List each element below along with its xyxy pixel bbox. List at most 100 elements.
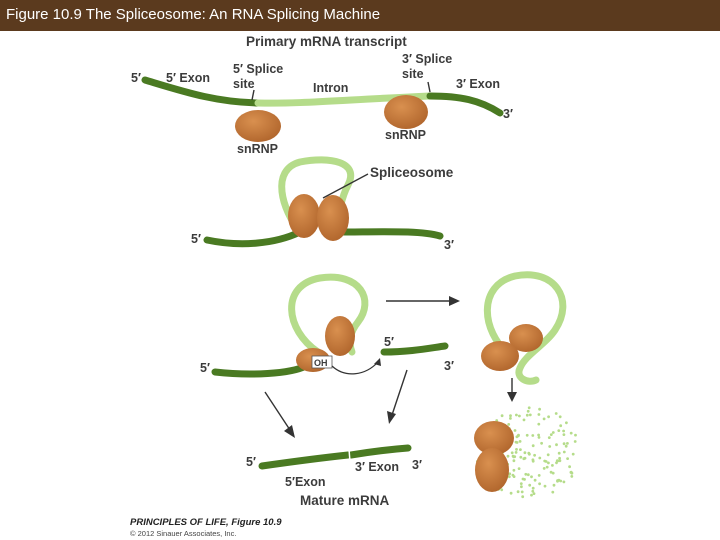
arrow-down-right-head: [507, 392, 517, 402]
degradation-dot: [557, 451, 561, 455]
degradation-dot: [537, 436, 541, 439]
degradation-dot: [508, 472, 512, 476]
snrnp-right-blob: [384, 95, 428, 129]
oh-attack-arrow: [331, 361, 379, 375]
degraded-blob-top: [474, 421, 514, 455]
spliceosome-left-blob: [288, 194, 320, 238]
spliceosome-pointer: [322, 173, 369, 199]
splice3-label-2: site: [402, 67, 424, 81]
degradation-dot: [547, 415, 550, 419]
stage3-five-prime-mid: 5′: [384, 335, 394, 349]
degradation-dot: [538, 482, 541, 486]
degradation-dot: [519, 455, 523, 459]
splice5-label-2: site: [233, 77, 255, 91]
degradation-dot: [540, 441, 543, 445]
splice3-label-1: 3′ Splice: [402, 52, 452, 66]
degradation-dot: [512, 468, 516, 472]
exon3-label: 3′ Exon: [456, 77, 500, 91]
degradation-dot: [522, 457, 526, 461]
degradation-dot: [521, 477, 525, 481]
degradation-dot: [551, 464, 554, 467]
degradation-dot: [537, 474, 541, 477]
degradation-dot: [551, 471, 555, 475]
degradation-dot: [532, 492, 536, 495]
splice5-tick: [251, 89, 255, 101]
degradation-dot: [562, 442, 566, 446]
mature-exon5: [258, 451, 352, 470]
degradation-dot: [509, 414, 512, 418]
degradation-dot: [559, 424, 563, 428]
degradation-dot: [547, 461, 550, 465]
mature-exon3: [347, 444, 412, 459]
degradation-dot: [528, 413, 532, 417]
degradation-dot: [525, 413, 529, 417]
degradation-dot: [555, 459, 559, 462]
figure-title: Figure 10.9 The Spliceosome: An RNA Spli…: [6, 6, 381, 23]
degradation-dot: [528, 483, 532, 487]
arrow-down-mid-head: [387, 411, 396, 424]
degradation-dot: [538, 407, 541, 411]
degradation-dot: [571, 452, 575, 456]
degradation-dot: [552, 483, 556, 487]
degradation-dot: [514, 451, 518, 454]
degradation-dot: [523, 451, 527, 455]
degradation-dot: [511, 473, 515, 477]
degradation-dot: [525, 433, 529, 437]
degradation-dot: [547, 436, 551, 439]
degradation-dot: [526, 409, 530, 413]
degradation-dot: [516, 490, 520, 494]
arrow-right-head: [449, 296, 460, 306]
degradation-dot: [507, 475, 511, 479]
degradation-dot: [556, 479, 559, 482]
exon5-strand: [141, 76, 262, 107]
degradation-dot: [509, 491, 513, 495]
degraded-blob-bottom: [475, 448, 509, 492]
degradation-dot: [549, 433, 553, 436]
degradation-dot: [554, 412, 558, 415]
degradation-dot: [517, 467, 521, 470]
lariat-loop: [483, 271, 567, 385]
degradation-dot: [537, 413, 541, 416]
stage2-exon3: [332, 228, 444, 240]
degradation-dot: [533, 453, 536, 457]
degradation-dot: [543, 484, 547, 488]
degradation-dot: [558, 456, 561, 460]
degradation-dot: [533, 478, 537, 482]
stage3-five-prime-left: 5′: [200, 361, 210, 375]
degradation-dot: [570, 475, 574, 478]
degradation-dot: [526, 473, 530, 477]
released-lariat: [481, 271, 567, 402]
degradation-dot: [506, 454, 510, 458]
intron-label: Intron: [313, 81, 348, 95]
snrnp-left-label: snRNP: [237, 142, 278, 156]
degradation-dot: [507, 423, 511, 426]
oh-box: [311, 355, 333, 369]
degradation-dot: [500, 414, 504, 418]
degradation-dot: [521, 495, 525, 499]
degradation-dot: [519, 482, 523, 485]
splice5-label-1: 5′ Splice: [233, 62, 283, 76]
splice3-tick: [427, 81, 431, 93]
arrow-down-left-head: [284, 425, 295, 438]
mature-exon5-label: 5′Exon: [285, 475, 326, 489]
degradation-dot: [520, 485, 523, 489]
stage3-exon3: [380, 342, 449, 356]
degradation-dot: [531, 434, 535, 437]
stage3-blob-top: [325, 316, 355, 356]
degradation-dot: [519, 448, 522, 451]
primary-transcript-label: Primary mRNA transcript: [246, 34, 407, 49]
stage3-exon5: [211, 362, 310, 378]
degradation-dot: [562, 480, 566, 484]
degradation-dot: [531, 458, 535, 462]
degradation-dot: [546, 453, 550, 457]
degradation-dot: [500, 488, 504, 492]
degradation-dot: [518, 440, 522, 443]
degradation-dot: [537, 422, 541, 426]
degradation-dot: [564, 444, 568, 448]
degradation-dot: [568, 465, 571, 469]
stage-primary-transcript: Primary mRNA transcript 5′ 5′ Exon 5′ Sp…: [131, 34, 513, 156]
degradation-dot: [551, 431, 555, 434]
snrnp-left-blob: [235, 110, 281, 142]
degradation-dot: [565, 421, 568, 425]
